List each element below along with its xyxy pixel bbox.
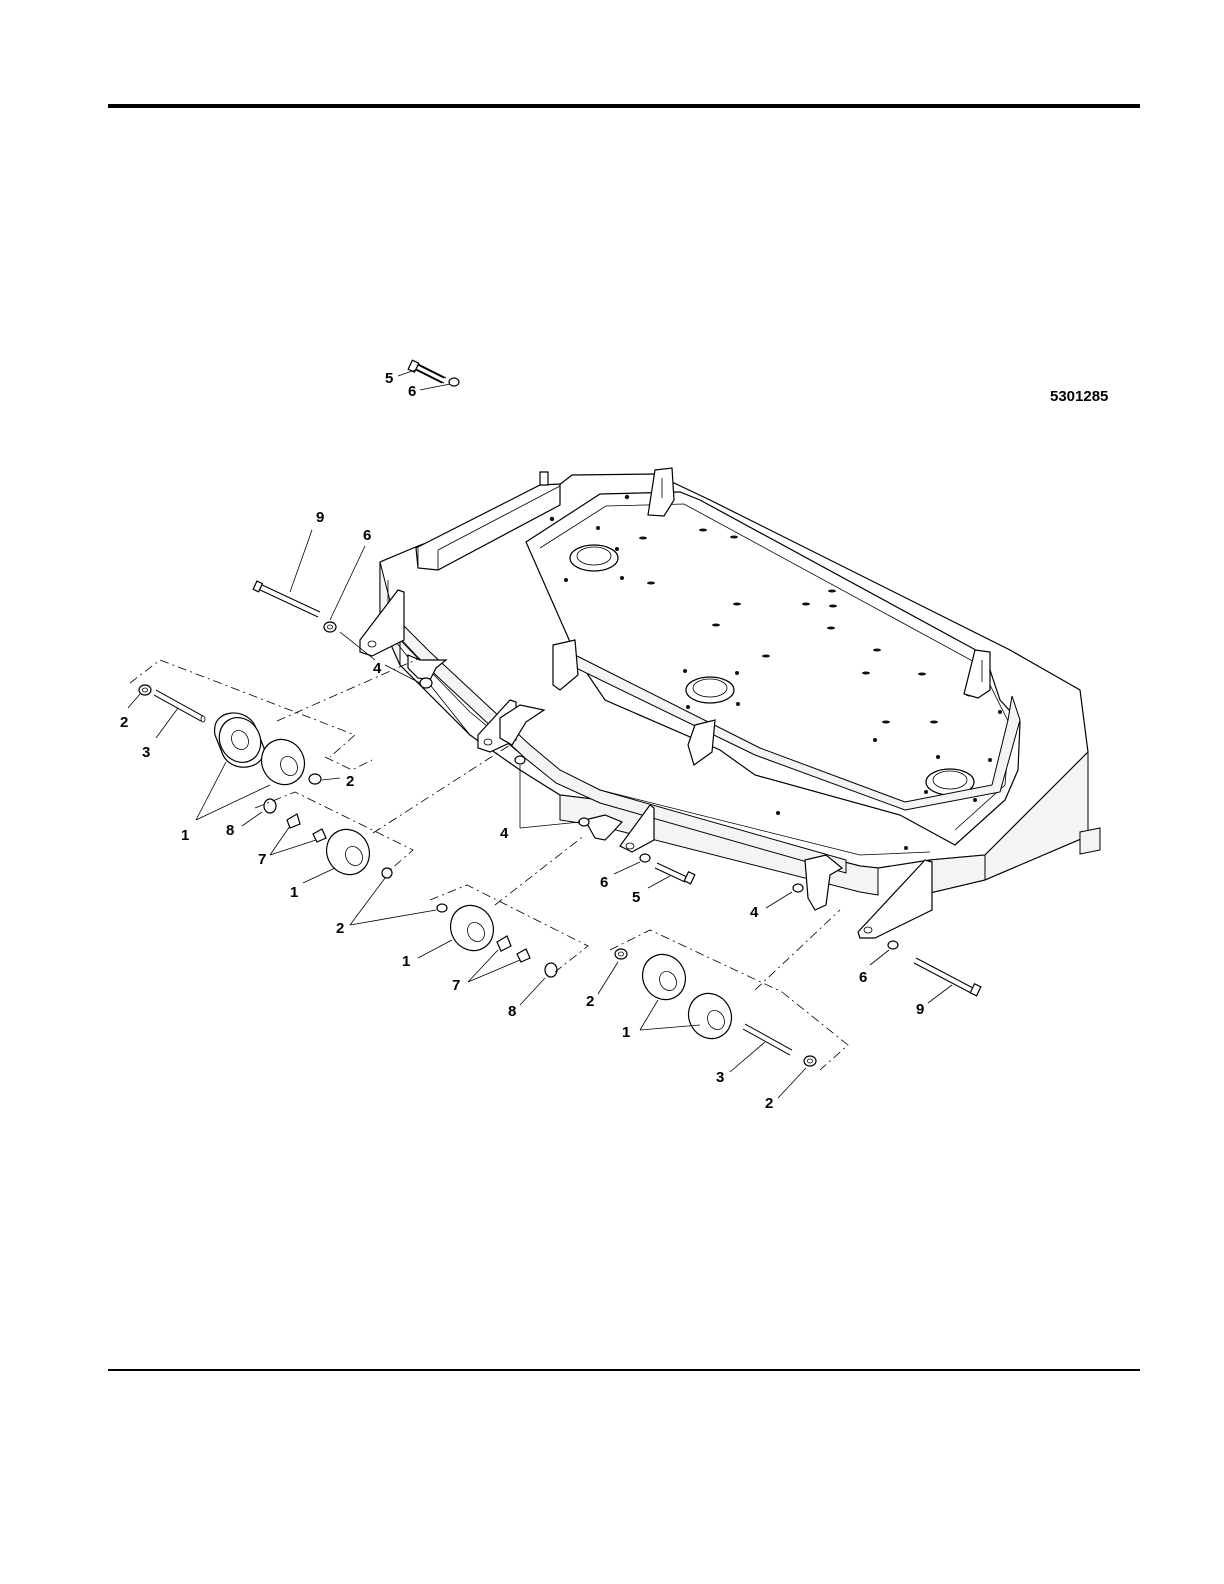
- callout-2-right-top: 2: [586, 993, 594, 1010]
- callout-3-left: 3: [142, 744, 150, 761]
- callout-1-center: 1: [402, 953, 410, 970]
- callout-6-middle-left: 6: [408, 383, 416, 400]
- callout-1-right: 1: [622, 1024, 630, 1041]
- callout-5-right: 5: [632, 889, 640, 906]
- callout-2-center: 2: [336, 920, 344, 937]
- callout-8-center: 8: [508, 1003, 516, 1020]
- callout-2-right-bottom: 2: [765, 1095, 773, 1112]
- callout-4-right: 4: [750, 904, 759, 921]
- callout-8-left: 8: [226, 822, 234, 839]
- roller-assembly-right: [610, 910, 848, 1070]
- callout-5-left: 5: [385, 370, 393, 387]
- roller-assembly-left: [130, 658, 420, 882]
- footer-rule: [108, 1369, 1140, 1371]
- callout-6-left: 6: [363, 527, 371, 544]
- callout-4-middle: 4: [500, 825, 509, 842]
- callout-9-right: 9: [916, 1001, 924, 1018]
- callout-6-right: 6: [859, 969, 867, 986]
- callout-1-left-lower: 1: [290, 884, 298, 901]
- callout-6-middle-right: 6: [600, 874, 608, 891]
- callout-2-left-top: 2: [120, 714, 128, 731]
- callout-3-right: 3: [716, 1069, 724, 1086]
- callout-1-left: 1: [181, 827, 189, 844]
- callout-9-left: 9: [316, 509, 324, 526]
- callout-7-left: 7: [258, 851, 266, 868]
- callout-7-center: 7: [452, 977, 460, 994]
- callout-2-left-roller: 2: [346, 773, 354, 790]
- callout-4-left: 4: [373, 660, 382, 677]
